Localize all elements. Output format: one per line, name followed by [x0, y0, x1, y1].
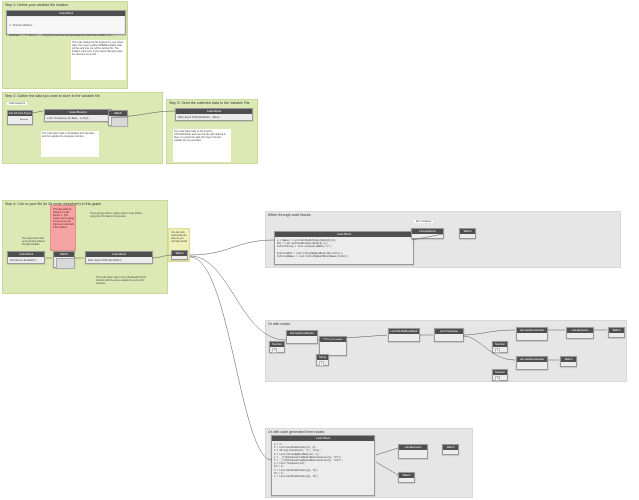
- groupC-title: Or with code generated from nodes: [268, 430, 325, 434]
- step4-watch-title: Watch: [54, 252, 74, 257]
- groupC-list-title: List.Elements: [399, 445, 427, 450]
- groupA-code-title: Code Block: [275, 232, 413, 237]
- step2-group: Step 2: Gather the data you want to stor…: [2, 92, 163, 164]
- step1-code-line1: // Declare/Define: [9, 24, 33, 28]
- groupA-code: a = Names = List.GetItemAtIndex(Data[0],…: [277, 239, 349, 259]
- step3-note: This code block calls on the function CS…: [173, 129, 231, 162]
- groupB-getitem3-title: List.GetItemAtIndex: [517, 357, 547, 362]
- groupA-watch-title: Watch: [460, 229, 475, 234]
- groupA-list-node[interactable]: List.GetItems: [411, 228, 444, 239]
- groupB-string2-node[interactable]: String L: [316, 354, 329, 366]
- groupA-group: Either through code blocks Code Block a …: [265, 211, 621, 268]
- step4-yellow-note: You can now manipulate the data as you n…: [168, 228, 190, 262]
- groupB-watch2-node[interactable]: Watch: [560, 356, 577, 367]
- groupB-number3-node[interactable]: Number 0: [492, 369, 508, 381]
- step4-read-title: Code Block: [86, 252, 152, 257]
- groupB-elements-title: List.Elements: [567, 328, 593, 333]
- step3-group: Step 3: Send the collected data to the V…: [166, 99, 258, 164]
- groupB-getitem-title: List.GetItemAtIndex: [287, 331, 317, 336]
- groupC-watch-title: Watch: [443, 445, 458, 450]
- groupB-number3-value[interactable]: 0: [495, 376, 501, 381]
- step4-red-note: This (file path) for (where) in code blo…: [50, 205, 76, 251]
- step1-code-block-node[interactable]: Code Block // Declare/Define dataPath = …: [6, 10, 126, 38]
- step4-code-left: Variables(dataPath);: [10, 259, 38, 262]
- groupB-string2-title: String: [317, 355, 328, 360]
- step4-watch-node[interactable]: Watch: [53, 251, 75, 269]
- step2-all-elements-title: Get All Line Types: [8, 111, 32, 116]
- step3-code-block-node[interactable]: Code Block Data.ExportCSV(dataPath, data…: [175, 108, 253, 121]
- step3-title: Step 3: Send the collected data to the V…: [169, 101, 250, 105]
- groupB-string2-value[interactable]: L: [319, 361, 325, 366]
- step1-group: Step 1: Define your variable file locati…: [2, 1, 128, 89]
- step2-watch-title: Watch: [109, 111, 127, 116]
- groupC-watch-node[interactable]: Watch: [442, 444, 459, 455]
- step4-title: Step 4: Call on your file (in 2d mode el…: [5, 202, 102, 206]
- groupA-code-block-node[interactable]: Code Block a = Names = List.GetItemAtInd…: [274, 231, 414, 265]
- groupB-number-title: Number: [270, 342, 284, 347]
- step2-title: Step 2: Gather the data you want to stor…: [5, 94, 100, 98]
- groupB-number-node[interactable]: Number 0: [269, 341, 285, 353]
- step4-read-node[interactable]: Code Block Data.ImportCSV(dataPath);: [85, 251, 153, 264]
- groupC-list-node[interactable]: List.Elements: [398, 444, 428, 459]
- groupC-code-title: Code Block: [272, 436, 374, 441]
- step2-code-block-node[interactable]: Code Block(s) List.Transpose([A.Name, A.…: [44, 109, 112, 122]
- step4-code-block-node[interactable]: Code Block Variables(dataPath);: [7, 251, 45, 264]
- step4-code-title: Code Block: [8, 252, 44, 257]
- groupC-code: a = t; b = List.GetItemAtIndex(t1, 0); c…: [274, 443, 343, 479]
- groupB-watch-title: Watch: [609, 328, 624, 333]
- step4-note-top: These groups will be making calls to cod…: [90, 212, 143, 218]
- step2-watch-node[interactable]: Watch: [108, 110, 128, 127]
- groupB-group: Or with nodes List.GetItemAtIndex Number…: [265, 320, 627, 382]
- step3-node-title: Code Block: [176, 109, 252, 114]
- groupB-filter-node[interactable]: List.FilterByBoolMask: [388, 328, 420, 342]
- step1-title: Step 1: Define your variable file locati…: [5, 3, 69, 7]
- step2-all-elements-node[interactable]: Get All Line Types Element: [7, 110, 33, 125]
- step4-note-left: The code block calls on previously defin…: [22, 237, 45, 246]
- step2-code: List.Transpose([A.Name, A.Id]);: [47, 117, 90, 120]
- groupB-number2-node[interactable]: Number 1: [492, 341, 508, 353]
- groupB-getitem-node[interactable]: List.GetItemAtIndex: [286, 330, 318, 344]
- step4-group: Step 4: Call on your file (in 2d mode el…: [2, 200, 168, 294]
- groupB-getitem3-node[interactable]: List.GetItemAtIndex: [516, 356, 548, 370]
- groupC-watch2-title: Watch: [399, 473, 414, 478]
- step4-read-code: Data.ImportCSV(dataPath);: [88, 259, 123, 262]
- step2-code-block-title: Code Block(s): [45, 110, 111, 115]
- groupB-getitem2-title: List.GetItemAtIndex: [517, 328, 547, 333]
- groupC-code-block-node[interactable]: Code Block a = t; b = List.GetItemAtInde…: [271, 435, 375, 496]
- groupB-elements-node[interactable]: List.Elements: [566, 327, 594, 339]
- groupA-watch-label: Error Analysis: [414, 220, 434, 223]
- groupB-filter-title: List.FilterByBoolMask: [389, 329, 419, 334]
- groupB-watch-node[interactable]: Watch: [608, 327, 625, 338]
- step4-note-bottom: This code block calls on the CSVReadFrom…: [96, 276, 147, 285]
- step1-code-line2: dataPath = "C:\Users\...\Dropbox\Desktop…: [9, 34, 114, 38]
- step2-sub-title: Grab Analytics: [7, 102, 28, 105]
- step2-note: This code block calls on all families fr…: [41, 131, 99, 157]
- groupB-number2-value[interactable]: 1: [495, 348, 501, 353]
- groupA-list-title: List.GetItems: [412, 229, 443, 234]
- groupB-transpose-title: List.Transpose: [435, 329, 463, 334]
- groupA-watch-node[interactable]: Watch: [459, 228, 476, 239]
- groupC-watch2-node[interactable]: Watch: [398, 472, 415, 483]
- step1-node-title: Code Block: [7, 11, 125, 16]
- step1-note: This code defines the file location for …: [71, 40, 126, 80]
- groupC-group: Or with code generated from nodes Code B…: [265, 428, 473, 498]
- step2-port-label: Element: [20, 119, 29, 121]
- groupB-watch2-title: Watch: [561, 357, 576, 362]
- groupB-getitem2-node[interactable]: List.GetItemAtIndex: [516, 327, 548, 341]
- step3-code: Data.ExportCSV(dataPath, data);: [178, 116, 221, 119]
- groupB-title: Or with nodes: [268, 322, 291, 326]
- groupB-number-value[interactable]: 0: [272, 348, 278, 353]
- step4-watch2-title: Watch: [172, 251, 187, 256]
- groupA-title: Either through code blocks: [268, 213, 311, 217]
